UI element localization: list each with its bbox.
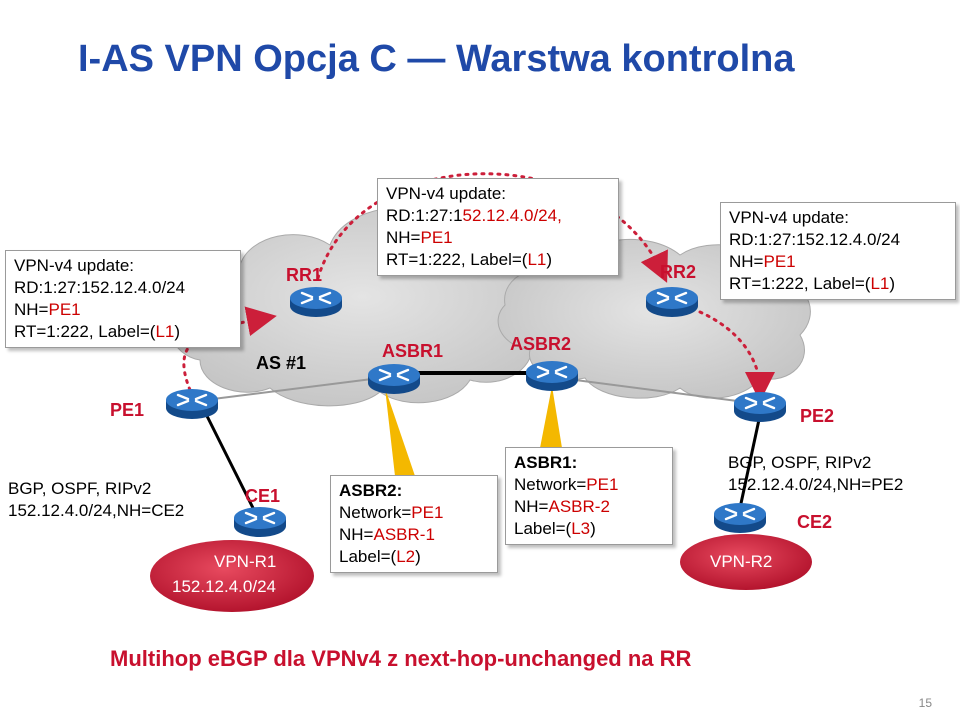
update-box-right: VPN-v4 update: RD:1:27:152.12.4.0/24 NH=…	[720, 202, 956, 300]
update-right-line3: NH=PE1	[729, 252, 796, 271]
update-box-left: VPN-v4 update: RD:1:27:152.12.4.0/24 NH=…	[5, 250, 241, 348]
router-rr1-label: RR1	[286, 265, 323, 285]
link-pe2-ce2	[738, 414, 762, 509]
session-rr2-pe2	[698, 310, 775, 402]
update-box-middle: VPN-v4 update: RD:1:27:152.12.4.0/24, NH…	[377, 178, 619, 276]
update-mid-line4: RT=1:222, Label=(L1)	[386, 250, 553, 269]
asbr1-callout-head: ASBR1:	[514, 453, 578, 472]
asbr2-callout-line2: NH=ASBR-1	[339, 525, 435, 544]
as-label: AS #1	[256, 353, 307, 373]
asbr1-callout: ASBR1: Network=PE1 NH=ASBR-2 Label=(L3)	[505, 447, 673, 545]
right-info-line2: 152.12.4.0/24,NH=PE2	[728, 475, 904, 494]
asbr2-callout-line1: Network=PE1	[339, 503, 444, 522]
update-left-line3: NH=PE1	[14, 300, 81, 319]
vpn-r1-site	[150, 540, 314, 612]
update-right-line2: RD:1:27:152.12.4.0/24	[729, 230, 901, 249]
session-rr1-rr2	[316, 172, 668, 283]
router-ce1-label: CE1	[245, 486, 281, 506]
asbr1-callout-line2: NH=ASBR-2	[514, 497, 610, 516]
router-rr1-icon[interactable]	[288, 285, 344, 319]
vpn-r1-network: 152.12.4.0/24	[172, 577, 276, 596]
update-mid-line2: RD:1:27:152.12.4.0/24,	[386, 206, 562, 225]
router-pe2-label: PE2	[800, 406, 835, 426]
asbr2-callout-head: ASBR2:	[339, 481, 403, 500]
update-right-line1: VPN-v4 update:	[729, 208, 850, 227]
router-pe1-icon[interactable]	[164, 387, 220, 421]
router-ce1-icon[interactable]	[232, 505, 288, 539]
router-asbr2-icon[interactable]	[524, 359, 580, 393]
update-mid-line1: VPN-v4 update:	[386, 184, 507, 203]
vpn-r1-name: VPN-R1	[214, 552, 277, 571]
router-asbr1-label: ASBR1	[382, 341, 444, 361]
vpn-r2-site	[680, 534, 812, 590]
asbr1-callout-line3: Label=(L3)	[514, 519, 596, 538]
router-asbr2-label: ASBR2	[510, 334, 572, 354]
router-ce2-icon[interactable]	[712, 501, 768, 535]
asbr2-callout: ASBR2: Network=PE1 NH=ASBR-1 Label=(L2)	[330, 475, 498, 573]
update-right-line4: RT=1:222, Label=(L1)	[729, 274, 896, 293]
router-pe2-icon[interactable]	[732, 390, 788, 424]
left-info-line2: 152.12.4.0/24,NH=CE2	[8, 501, 185, 520]
right-info-line1: BGP, OSPF, RIPv2	[728, 453, 872, 472]
update-left-line2: RD:1:27:152.12.4.0/24	[14, 278, 186, 297]
router-asbr1-icon[interactable]	[366, 362, 422, 396]
page-number: 15	[918, 696, 932, 710]
callout-asbr2-pointer	[385, 388, 415, 476]
link-pe1-ce1	[203, 411, 257, 513]
update-left-line4: RT=1:222, Label=(L1)	[14, 322, 181, 341]
update-mid-line3: NH=PE1	[386, 228, 453, 247]
left-info-line1: BGP, OSPF, RIPv2	[8, 479, 152, 498]
router-rr2-icon[interactable]	[644, 285, 700, 319]
asbr2-callout-line3: Label=(L2)	[339, 547, 421, 566]
link-asbr2-pe2	[559, 377, 746, 403]
page-title: I-AS VPN Opcja C — Warstwa kontrolna	[78, 38, 795, 80]
router-rr2-label: RR2	[660, 262, 697, 282]
router-pe1-label: PE1	[110, 400, 145, 420]
asbr1-callout-line1: Network=PE1	[514, 475, 619, 494]
callout-asbr1-pointer	[540, 386, 562, 448]
link-pe1-asbr1	[204, 377, 381, 401]
left-protocol-info: BGP, OSPF, RIPv2 152.12.4.0/24,NH=CE2	[8, 478, 184, 522]
router-ce2-label: CE2	[797, 512, 833, 532]
update-left-line1: VPN-v4 update:	[14, 256, 135, 275]
vpn-r2-name: VPN-R2	[710, 552, 773, 571]
footer-caption: Multihop eBGP dla VPNv4 z next-hop-uncha…	[110, 646, 692, 671]
right-protocol-info: BGP, OSPF, RIPv2 152.12.4.0/24,NH=PE2	[728, 452, 903, 496]
